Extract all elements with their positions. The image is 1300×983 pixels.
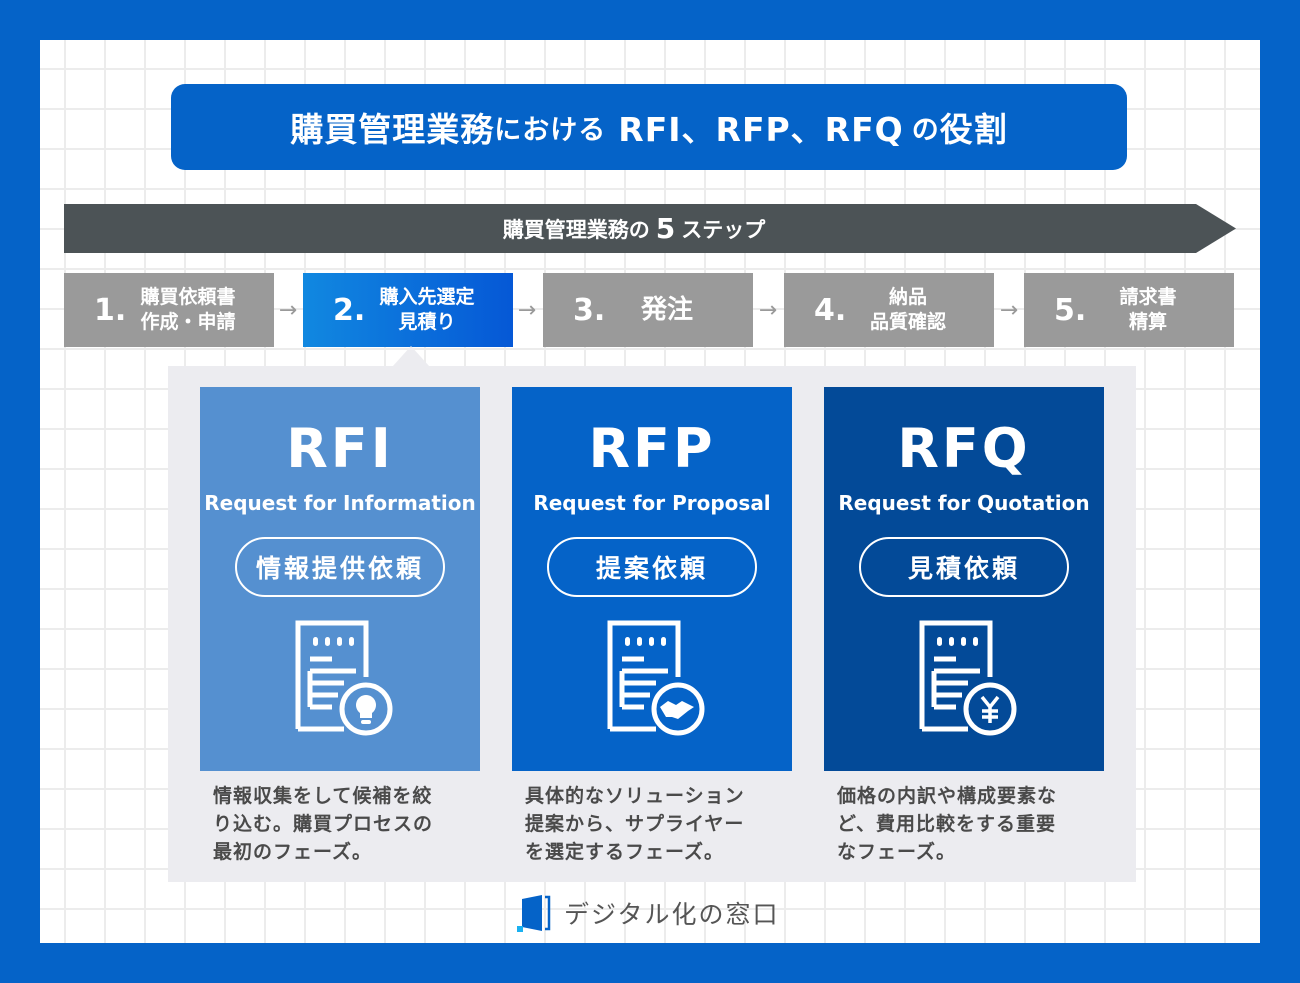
brand-name: デジタル化の窓口 [564,900,780,929]
document-lightbulb-icon [295,620,393,736]
desc-line: ど、費用比較をする重要 [837,813,1057,835]
step-3: 3. 発注 [543,273,753,347]
step-number: 1. [94,292,127,328]
card-full-name: Request for Information [204,491,476,515]
card-description-rfp: 具体的なソリューション 提案から、サプライヤー を選定するフェーズ。 [525,782,785,866]
banner-label: 購買管理業務の 5 ステップ [64,204,1204,253]
card-abbr: RFP [588,417,716,480]
title-part-2: における [494,114,607,146]
document-handshake-icon [607,620,705,736]
step-line-1: 請求書 [1119,286,1177,308]
step-line-1: 発注 [640,294,693,325]
step-arrow-icon: → [278,297,298,323]
step-1: 1. 購買依頼書作成・申請 [64,273,274,347]
step-arrow-icon: → [758,297,778,323]
title-part-4: の [911,114,940,146]
panel-pointer [393,346,429,366]
desc-line: 具体的なソリューション [525,785,745,807]
brand-logo: デジタル化の窓口 [516,893,780,933]
door-window-logo-icon [517,895,551,932]
document-yen-icon [919,620,1017,736]
step-number: 2. [333,292,366,328]
step-5: 5. 請求書精算 [1024,273,1234,347]
desc-line: なフェーズ。 [837,841,957,863]
steps-banner: 購買管理業務の 5 ステップ [64,204,1236,253]
step-line-2: 品質確認 [869,311,946,333]
card-pill-label: 情報提供依頼 [235,537,445,597]
banner-arrow-shape [64,204,1236,253]
banner-prefix: 購買管理業務の [502,217,650,242]
step-number: 3. [573,292,606,328]
title-part-3: RFI、RFP、RFQ [618,110,904,149]
step-line-2: 精算 [1128,311,1167,333]
card-description-rfi: 情報収集をして候補を絞 り込む。購買プロセスの 最初のフェーズ。 [213,782,473,866]
card-rfi: RFI Request for Information 情報提供依頼 [200,387,480,771]
step-2: 2. 購入先選定見積り [303,273,513,347]
step-line-2: 作成・申請 [140,311,236,333]
card-full-name: Request for Proposal [533,491,771,515]
step-arrow-icon: → [999,297,1019,323]
banner-suffix: ステップ [681,217,766,242]
card-abbr: RFQ [897,417,1031,480]
card-rfq: RFQ Request for Quotation 見積依頼 [824,387,1104,771]
desc-line: 情報収集をして候補を絞 [213,785,433,807]
step-line-1: 購入先選定 [379,286,475,308]
card-description-rfq: 価格の内訳や構成要素な ど、費用比較をする重要 なフェーズ。 [837,782,1097,866]
card-full-name: Request for Quotation [838,491,1090,515]
title-part-5: 役割 [939,110,1008,149]
desc-line: 提案から、サプライヤー [525,813,745,835]
desc-line: を選定するフェーズ。 [525,841,725,863]
desc-line: 価格の内訳や構成要素な [837,785,1058,807]
card-abbr: RFI [286,417,394,480]
desc-line: り込む。購買プロセスの [213,813,434,835]
card-pill-label: 提案依頼 [547,537,757,597]
step-line-1: 納品 [888,286,927,308]
title-part-1: 購買管理業務 [290,110,495,149]
step-number: 5. [1054,292,1087,328]
card-rfp: RFP Request for Proposal 提案依頼 [512,387,792,771]
step-number: 4. [814,292,847,328]
desc-line: 最初のフェーズ。 [213,841,373,863]
card-pill-label: 見積依頼 [859,537,1069,597]
step-arrow-icon: → [517,297,537,323]
step-4: 4. 納品品質確認 [784,273,994,347]
page-title: 購買管理業務 における RFI、RFP、RFQ の 役割 [171,84,1127,170]
banner-number: 5 [655,212,676,245]
step-line-2: 見積り [398,311,456,333]
step-line-1: 購買依頼書 [140,286,236,308]
